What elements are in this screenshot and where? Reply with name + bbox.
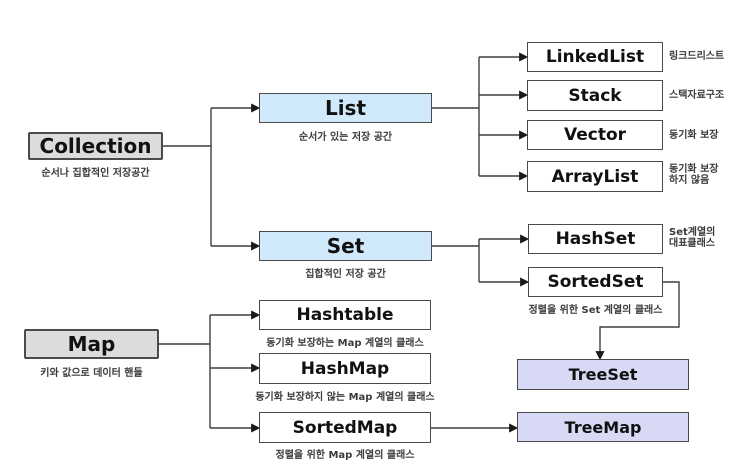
node-list: List <box>259 93 432 123</box>
node-treeset: TreeSet <box>517 359 689 390</box>
note-hashset: Set계열의 대표클래스 <box>669 227 716 249</box>
caption-hashmap: 동기화 보장하지 않는 Map 계열의 클래스 <box>255 392 435 403</box>
connector-set-spine <box>432 239 480 282</box>
caption-map: 키와 값으로 데이터 핸들 <box>40 368 143 379</box>
connector-collection-spine <box>163 108 212 246</box>
node-linkedlist-label: LinkedList <box>545 47 645 67</box>
node-stack-label: Stack <box>568 85 622 106</box>
node-set-label: Set <box>326 234 365 258</box>
caption-sortedset: 정렬을 위한 Set 계열의 클래스 <box>528 305 663 316</box>
node-stack: Stack <box>527 80 663 111</box>
caption-set: 집합적인 저장 공간 <box>305 269 386 280</box>
connector-list-spine <box>432 57 480 176</box>
caption-sortedmap: 정렬을 위한 Map 계열의 클래스 <box>275 450 415 461</box>
caption-list: 순서가 있는 저장 공간 <box>298 132 393 143</box>
node-vector-label: Vector <box>563 125 627 145</box>
node-map-label: Map <box>67 332 116 356</box>
node-hashset: HashSet <box>528 224 663 254</box>
node-vector: Vector <box>527 120 663 150</box>
node-sortedset-label: SortedSet <box>547 272 644 292</box>
node-treeset-label: TreeSet <box>568 365 638 384</box>
node-collection-label: Collection <box>39 134 152 158</box>
node-map: Map <box>24 329 159 359</box>
node-treemap-label: TreeMap <box>564 417 642 437</box>
node-list-label: List <box>324 96 367 120</box>
node-sortedset: SortedSet <box>528 267 663 297</box>
node-sortedmap-label: SortedMap <box>292 417 398 438</box>
caption-collection: 순서나 집합적인 저장공간 <box>41 168 150 179</box>
node-hashmap: HashMap <box>259 353 431 384</box>
note-arraylist: 동기화 보장 하지 않음 <box>669 164 719 186</box>
node-hashtable: Hashtable <box>259 300 431 330</box>
note-stack: 스택자료구조 <box>669 90 725 101</box>
connector-sortedset-to-treeset <box>595 281 680 361</box>
node-hashset-label: HashSet <box>555 229 636 249</box>
node-hashmap-label: HashMap <box>300 358 390 379</box>
node-set: Set <box>259 231 432 261</box>
node-linkedlist: LinkedList <box>527 42 663 72</box>
connector-map-spine <box>158 315 211 428</box>
node-hashtable-label: Hashtable <box>296 305 394 325</box>
node-arraylist: ArrayList <box>527 161 663 192</box>
node-sortedmap: SortedMap <box>259 412 431 443</box>
node-collection: Collection <box>28 132 163 160</box>
node-arraylist-label: ArrayList <box>551 166 639 187</box>
node-treemap: TreeMap <box>517 412 689 442</box>
note-vector: 동기화 보장 <box>669 130 719 141</box>
caption-hashtable: 동기화 보장하는 Map 계열의 클래스 <box>266 338 424 349</box>
note-linkedlist: 링크드리스트 <box>669 51 725 62</box>
